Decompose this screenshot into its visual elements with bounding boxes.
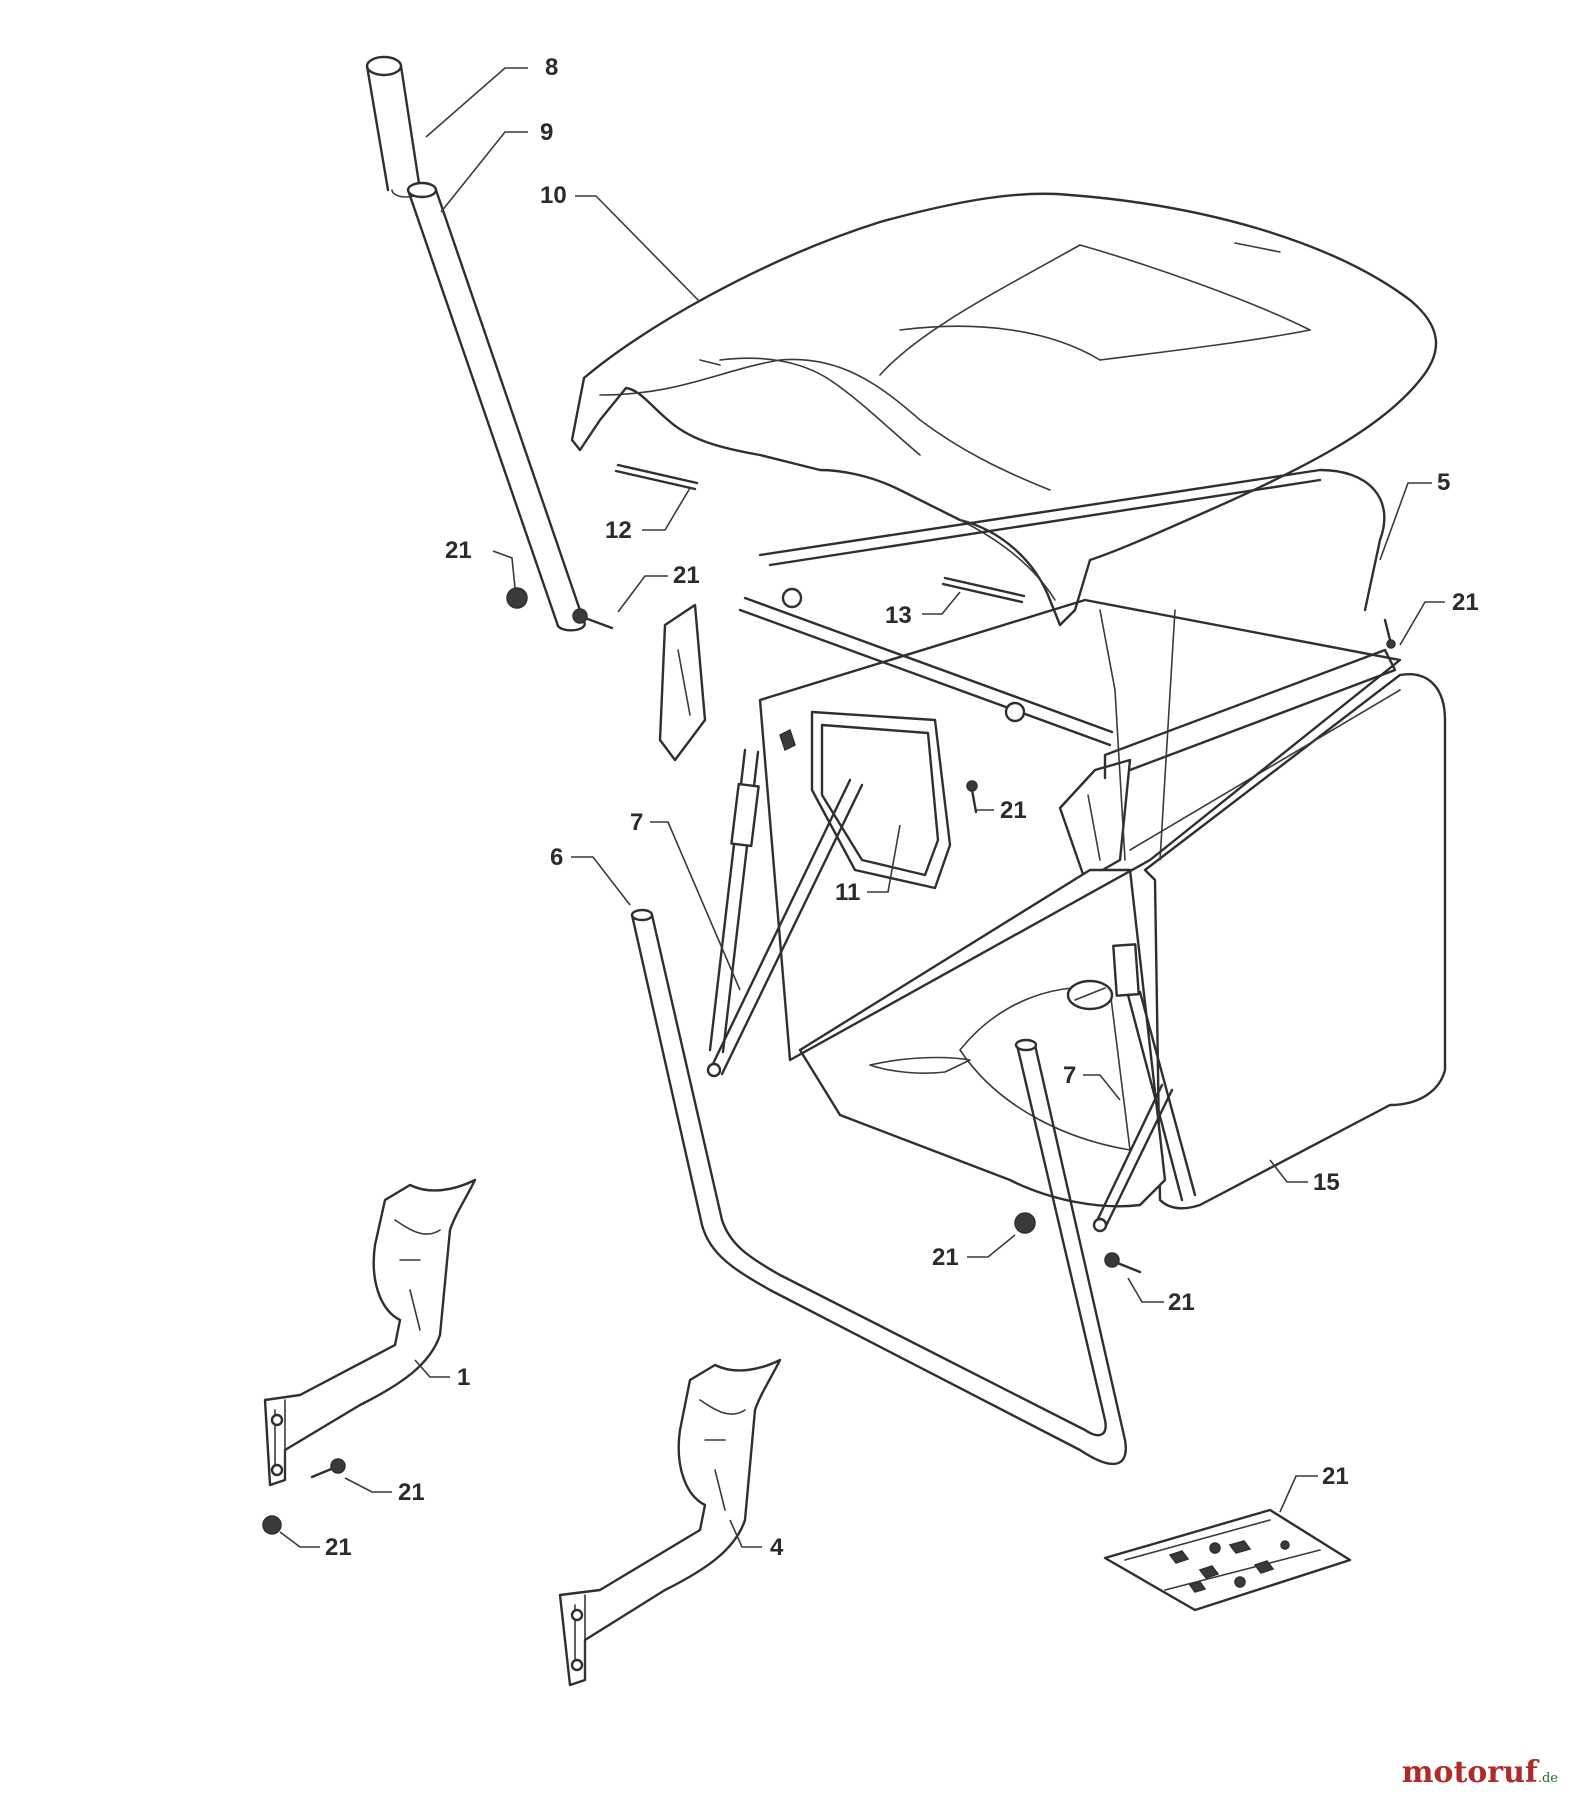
callout-8: 8 [545,54,558,81]
part-handle-tube-lower [406,181,586,632]
callout-labels: 8 9 10 12 5 21 21 21 13 21 7 6 11 7 15 2… [325,54,1479,1561]
part-bracket-1 [263,1178,477,1487]
leader-lines [279,67,1445,1548]
watermark-suffix: .de [1537,1771,1558,1786]
callout-6: 6 [550,844,563,871]
callout-7-a: 7 [630,809,643,836]
callout-1: 1 [457,1364,470,1391]
callout-9: 9 [540,119,553,146]
callout-21-a: 21 [445,537,472,564]
callout-11: 11 [835,879,860,906]
callout-7-b: 7 [1063,1062,1076,1089]
part-strut-right [1092,943,1197,1233]
part-frame [658,468,1397,882]
callout-4: 4 [770,1534,784,1561]
callout-21-e: 21 [932,1244,959,1271]
callout-21-g: 21 [398,1479,425,1506]
part-lid [570,192,1438,627]
part-fastener-kit-bag [1103,1508,1352,1612]
part-fasteners [262,587,1396,1535]
callout-13: 13 [885,602,912,629]
part-strip-12 [614,463,699,491]
callout-21-h: 21 [325,1534,352,1561]
callout-21-i: 21 [1322,1463,1349,1490]
callout-21-c: 21 [1452,589,1479,616]
callout-5: 5 [1437,469,1450,496]
callout-21-b: 21 [673,562,700,589]
part-handle-tube-upper [365,55,422,198]
watermark-logo: motoruf.de [1402,1755,1558,1790]
part-chute-frame [779,710,952,890]
part-lower-frame [630,908,1127,1465]
watermark-main: motoruf [1401,1755,1538,1790]
part-bracket-4 [558,1358,782,1687]
part-strut-left [706,748,864,1078]
callout-12: 12 [605,517,632,544]
callout-21-d: 21 [1000,797,1027,824]
part-catcher-bag [758,598,1447,1210]
part-strip-13 [941,576,1026,604]
callout-15: 15 [1313,1169,1340,1196]
callout-21-f: 21 [1168,1289,1195,1316]
callout-10: 10 [540,182,567,209]
